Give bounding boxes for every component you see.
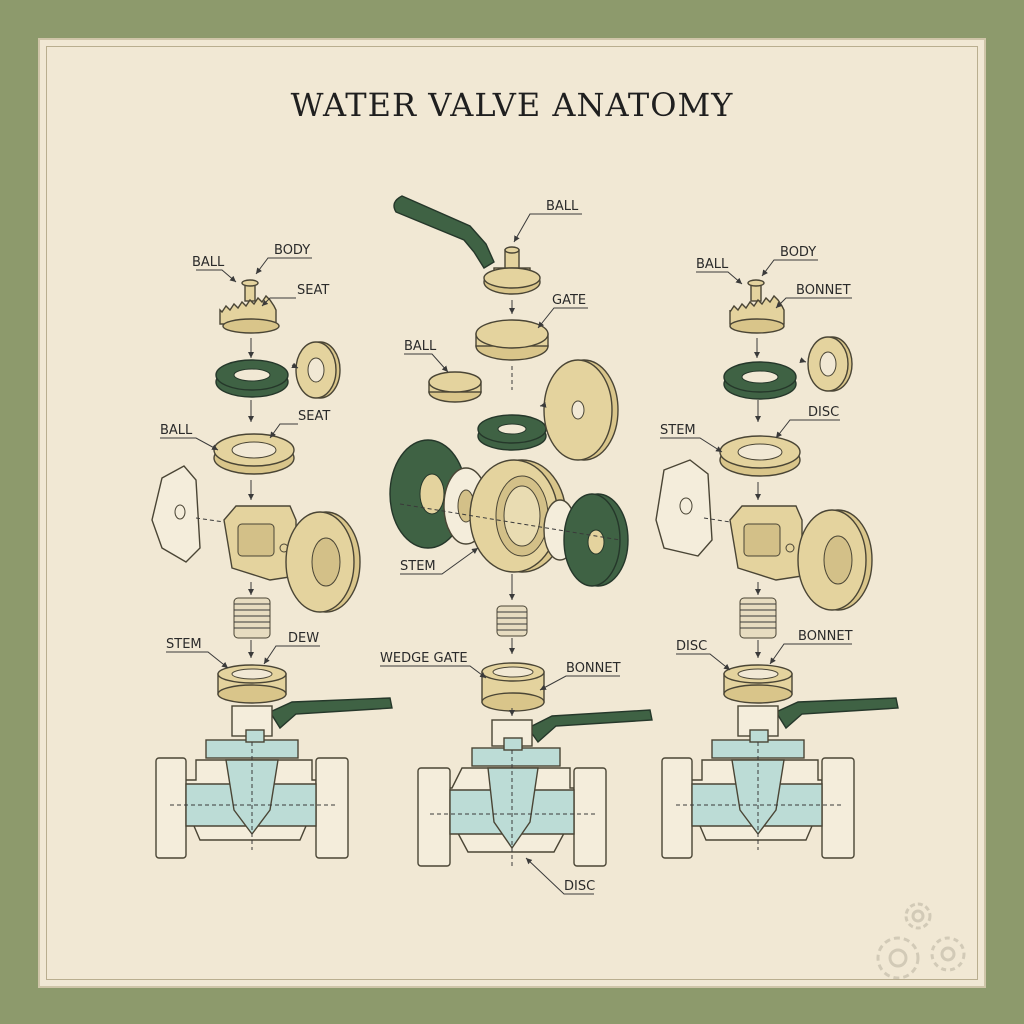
leader-lines: [160, 213, 852, 895]
right-valve-body: [661, 697, 899, 859]
label-center-ball-mid: BALL: [404, 339, 437, 354]
center-small-disc: [428, 371, 482, 403]
label-right-bonnet-low: BONNET: [798, 629, 853, 644]
page-title: WATER VALVE ANATOMY: [290, 86, 734, 124]
center-top-nut: [483, 246, 541, 295]
label-right-disc-low: DISC: [676, 639, 707, 654]
label-center-bonnet: BONNET: [566, 661, 621, 676]
left-flange-plate: [151, 465, 201, 563]
label-center-gate: GATE: [552, 293, 586, 308]
left-lower-ring: [217, 664, 287, 704]
center-gate-disc: [475, 319, 549, 361]
center-bonnet-cup: [481, 662, 545, 712]
label-left-stem: STEM: [166, 637, 202, 652]
label-left-seat-top: SEAT: [297, 283, 329, 298]
center-right-green-disc: [563, 493, 629, 587]
inner-border: [46, 46, 978, 980]
label-right-stem: STEM: [660, 423, 696, 438]
label-right-disc-mid: DISC: [808, 405, 839, 420]
label-left-ball-mid: BALL: [160, 423, 193, 438]
left-green-washer: [215, 359, 289, 398]
right-brass-ring: [719, 435, 801, 477]
right-body-block: [729, 505, 803, 581]
label-left-body: BODY: [274, 243, 310, 258]
right-assembly: [655, 279, 899, 859]
center-valve-body: [417, 709, 653, 867]
center-spring: [496, 605, 528, 637]
right-flange-plate: [655, 459, 713, 557]
left-brass-ring: [213, 433, 295, 475]
label-left-ball-top: BALL: [192, 255, 225, 270]
center-main-ring: [469, 459, 567, 573]
right-side-disc: [807, 336, 853, 392]
right-lower-ring: [723, 664, 793, 704]
right-spring: [739, 597, 777, 639]
left-stem-gear: [219, 279, 280, 334]
center-assembly: [389, 195, 653, 867]
label-center-wedge-gate: WEDGE GATE: [380, 651, 468, 666]
labels: BALL BODY SEAT BALL SEAT STEM DEW BALL G…: [160, 199, 853, 894]
label-right-body: BODY: [780, 245, 816, 260]
center-handle: [393, 195, 495, 269]
label-left-dew: DEW: [288, 631, 319, 646]
left-body-block: [223, 505, 297, 581]
right-stem-gear: [729, 279, 785, 334]
center-big-disc: [543, 359, 619, 461]
label-center-disc: DISC: [564, 879, 595, 894]
label-right-ball: BALL: [696, 257, 729, 272]
label-right-bonnet-top: BONNET: [796, 283, 851, 298]
label-center-ball-top: BALL: [546, 199, 579, 214]
left-large-ring: [285, 511, 361, 613]
label-center-stem: STEM: [400, 559, 436, 574]
gear-icon: [876, 902, 966, 980]
left-side-disc: [295, 341, 341, 399]
left-spring: [233, 597, 271, 639]
left-assembly: [151, 279, 393, 859]
right-large-ring: [797, 509, 873, 611]
center-green-washer: [477, 414, 547, 451]
right-green-washer: [723, 361, 797, 400]
label-left-seat-mid: SEAT: [298, 409, 330, 424]
left-valve-body: [155, 697, 393, 859]
